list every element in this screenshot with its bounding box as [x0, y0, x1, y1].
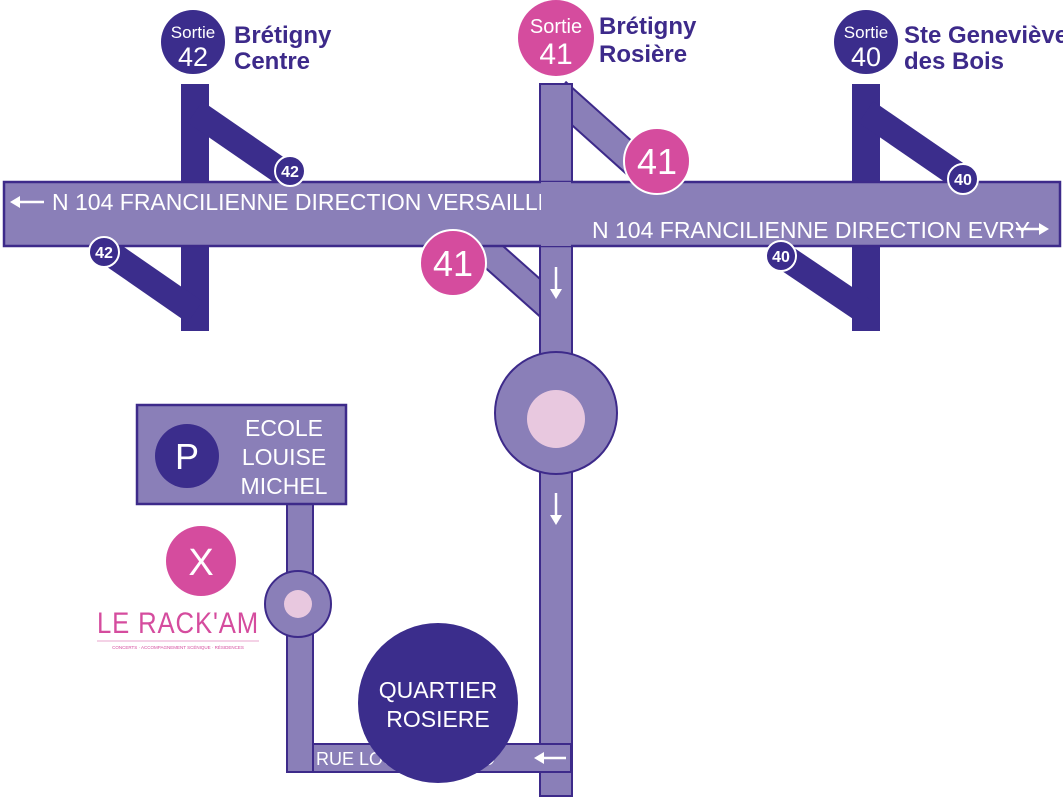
ramp-badge-40-top: 40 — [947, 163, 979, 195]
parking-block: P ECOLE LOUISE MICHEL — [135, 403, 348, 506]
junction-41 — [541, 182, 571, 246]
parking-icon-letter: P — [175, 436, 199, 477]
parking-line2: LOUISE — [242, 444, 326, 470]
exit-42-number: 42 — [178, 42, 208, 72]
exit-41-badge — [518, 0, 594, 76]
quartier-circle — [358, 623, 518, 783]
exit-41-number: 41 — [539, 38, 572, 71]
exit-41-name-line1: Brétigny — [599, 13, 697, 40]
exit-42-badge — [161, 10, 225, 74]
n104-road — [2, 180, 1062, 248]
ramp-badge-42-top-label: 42 — [281, 164, 299, 181]
n104-west-label: N 104 FRANCILIENNE DIRECTION VERSAILLES — [52, 189, 568, 215]
rackam-logo: LE RACK'AM CONCERTS · ACCOMPAGNEMENT SCÉ… — [97, 607, 259, 650]
arrow-right-icon — [1016, 223, 1049, 235]
ramp-badge-41-top: 41 — [623, 127, 691, 195]
arrow-down-icon — [550, 493, 562, 525]
exit-42-name-line1: Brétigny — [234, 22, 332, 49]
ramp-badge-41-top-label: 41 — [637, 141, 677, 182]
exit-40-number: 40 — [851, 42, 881, 72]
exit-40-badge — [834, 10, 898, 74]
exit-41-name-line2: Rosière — [599, 41, 687, 68]
exit-42-ramp-bottom — [96, 238, 203, 323]
parking-line3: MICHEL — [241, 473, 328, 499]
exit-40-sortie: Sortie — [844, 23, 888, 42]
exit-41-sortie: Sortie — [530, 16, 582, 38]
parking-icon — [155, 424, 219, 488]
arrow-left-icon — [10, 196, 44, 208]
ramp-badge-41-bottom-label: 41 — [433, 243, 473, 284]
roundabout-main — [494, 351, 618, 475]
ramp-badge-42-top: 42 — [274, 155, 306, 187]
ramp-badge-40-bottom: 40 — [765, 240, 797, 272]
n104-highway: N 104 FRANCILIENNE DIRECTION VERSAILLES … — [2, 180, 1062, 248]
small-roundabout-center — [284, 590, 312, 618]
quartier-line2: ROSIERE — [386, 706, 490, 732]
ramp-badge-40-top-label: 40 — [954, 172, 972, 189]
exit-42-name-line2: Centre — [234, 48, 310, 75]
ramp-badge-42-bottom-label: 42 — [95, 245, 113, 262]
exit-40-ramp-top — [858, 101, 970, 189]
destination-marker-label: X — [188, 542, 213, 584]
ramp-badge-40-bottom-label: 40 — [772, 249, 790, 266]
exit-41-header: Sortie 41 Brétigny Rosière — [518, 0, 697, 76]
destination-marker: X — [166, 526, 236, 596]
exit-42-ramp-top — [187, 101, 296, 187]
exit-40-header: Sortie 40 Ste Geneviève des Bois — [834, 10, 1063, 75]
exit-40-name-line1: Ste Geneviève — [904, 22, 1063, 49]
roundabout-center — [527, 390, 585, 448]
arrow-left-icon — [534, 752, 566, 764]
rackam-logo-tagline: CONCERTS · ACCOMPAGNEMENT SCÉNIQUE · RÉS… — [112, 644, 244, 650]
ramp-badge-41-bottom: 41 — [419, 229, 487, 297]
exit-42-sortie: Sortie — [171, 23, 215, 42]
quartier-line1: QUARTIER — [379, 677, 497, 703]
rackam-logo-text: LE RACK'AM — [97, 607, 259, 640]
destination-marker-circle — [166, 526, 236, 596]
exit-42-header: Sortie 42 Brétigny Centre — [161, 10, 332, 75]
parking-line1: ECOLE — [245, 415, 323, 441]
exit-40-name-line2: des Bois — [904, 48, 1004, 75]
ramp-badge-42-bottom: 42 — [88, 236, 120, 268]
n104-east-label: N 104 FRANCILIENNE DIRECTION EVRY — [592, 217, 1030, 243]
quartier-rosiere: QUARTIER ROSIERE — [358, 623, 518, 783]
arrow-down-icon — [550, 267, 562, 299]
roundabout-small — [264, 570, 332, 638]
side-road-join — [288, 745, 312, 771]
